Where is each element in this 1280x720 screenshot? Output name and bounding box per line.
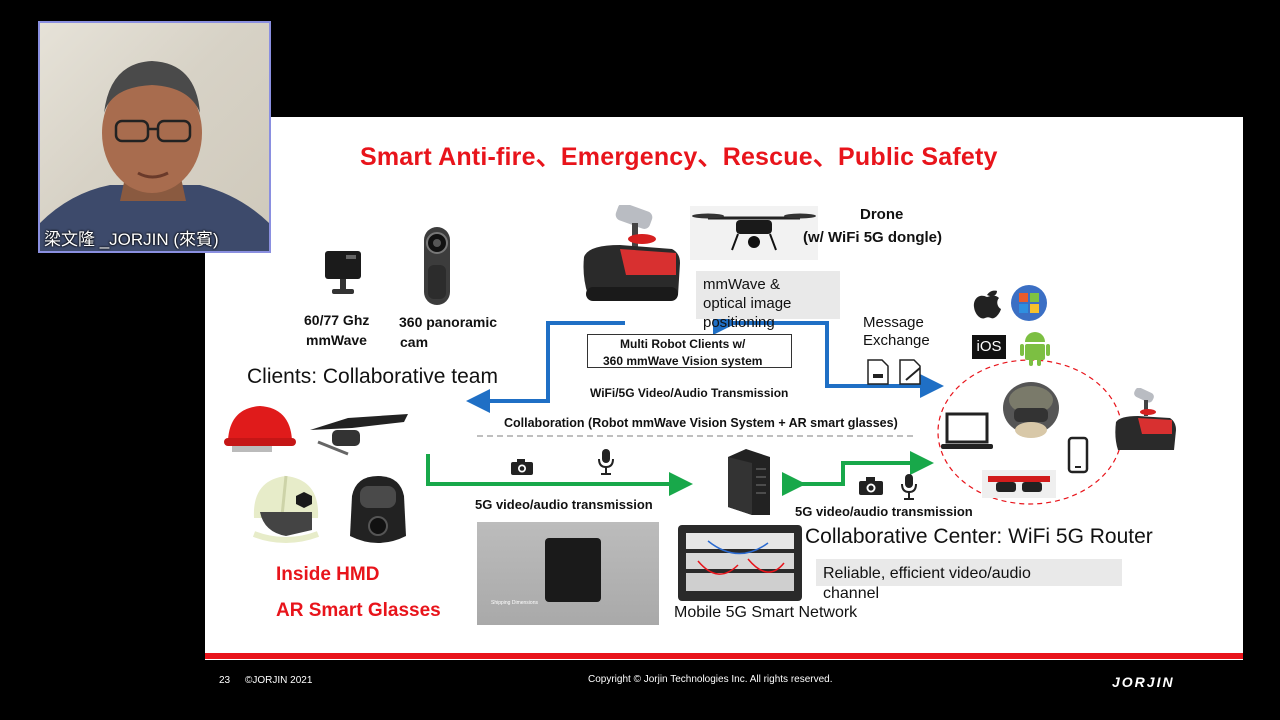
document-icons <box>867 359 921 385</box>
mobile-network-rack-icon <box>678 525 802 601</box>
cam360-label-line1: 360 panoramic <box>399 314 498 330</box>
robot-box-line2: 360 mmWave Vision system <box>603 354 763 368</box>
blue-arrow-right <box>713 311 944 398</box>
drone-icon <box>690 206 818 260</box>
collaborative-center-heading: Collaborative Center: WiFi 5G Router <box>805 525 1153 548</box>
ar-glasses-device-icon <box>982 470 1056 498</box>
mmwave-radar-icon <box>325 251 361 294</box>
footer-copyright-center: Copyright © Jorjin Technologies Inc. All… <box>588 674 833 685</box>
camera-icon-right <box>859 477 883 495</box>
red-hard-hat-icon <box>224 406 296 452</box>
mmwave-positioning-box <box>696 271 840 319</box>
edit-file-icon <box>899 359 921 385</box>
left-transmission-label: 5G video/audio transmission <box>475 497 653 512</box>
android-logo-icon <box>1020 332 1050 366</box>
mmwave-positioning-text: mmWave & optical image positioning <box>703 276 792 331</box>
radar-label-line2: mmWave <box>306 332 367 348</box>
message-exchange-line2: Exchange <box>863 332 930 349</box>
collaboration-label: Collaboration (Robot mmWave Vision Syste… <box>504 416 898 430</box>
clients-heading: Clients: Collaborative team <box>247 365 498 388</box>
slide-bottom-bar <box>205 653 1243 659</box>
robot-clients-box <box>587 334 792 368</box>
server-tower-icon <box>728 449 770 515</box>
panoramic-camera-icon <box>424 227 450 305</box>
shipping-case-caption: Shipping Dimensions <box>491 600 538 606</box>
microphone-icon-right <box>901 474 917 500</box>
microphone-icon-left <box>598 449 614 475</box>
smartphone-icon <box>1067 436 1089 474</box>
ar-smart-glasses-label: AR Smart Glasses <box>276 600 441 621</box>
participant-name-label: 梁文隆 _JORJIN (來賓) <box>44 230 219 249</box>
ios-logo-icon: iOS <box>972 335 1006 359</box>
jorjin-logo: JORJIN <box>1112 674 1175 690</box>
green-arrow-right <box>782 451 934 496</box>
robot-box-line1: Multi Robot Clients w/ <box>620 337 746 351</box>
robot-vehicle-icon <box>583 205 680 301</box>
shipping-case-box <box>545 538 601 602</box>
cam360-label-line2: cam <box>400 334 429 350</box>
drone-label-title: Drone <box>860 206 904 223</box>
mobile-network-label: Mobile 5G Smart Network <box>674 604 858 621</box>
footer-copyright-left: ©JORJIN 2021 <box>245 675 313 686</box>
reliable-channel-box <box>816 559 1122 586</box>
shipping-case-photo: Shipping Dimensions <box>477 522 659 625</box>
ar-smart-glasses-icon <box>310 414 408 456</box>
blue-arrow-left <box>466 321 625 413</box>
radar-label-line1: 60/77 Ghz <box>304 312 370 328</box>
robot-small-icon <box>1115 388 1176 450</box>
laptop-icon <box>941 412 993 449</box>
page-number: 23 <box>219 675 231 686</box>
participant-avatar <box>40 61 269 251</box>
inside-hmd-mask-icon <box>350 476 406 543</box>
firefighter-helmet-icon <box>252 475 320 543</box>
apple-logo-icon <box>973 290 1001 319</box>
file-icon <box>867 359 889 385</box>
right-transmission-label: 5G video/audio transmission <box>795 504 973 519</box>
camera-icon-left <box>511 459 533 475</box>
windows-logo-icon <box>1011 285 1047 321</box>
firefighter-helmet-hmd-icon <box>1003 382 1059 438</box>
message-exchange-line1: Message <box>863 314 924 331</box>
reliable-channel-text: Reliable, efficient video/audio channel <box>823 565 1031 602</box>
drone-label-subtitle: (w/ WiFi 5G dongle) <box>803 229 943 246</box>
wifi-transmission-label: WiFi/5G Video/Audio Transmission <box>590 386 789 400</box>
green-arrow-left <box>426 454 693 496</box>
participant-video-tile[interactable]: 梁文隆 _JORJIN (來賓) <box>38 21 271 253</box>
slide-title: Smart Anti-fire、Emergency、Rescue、Public … <box>360 143 998 171</box>
inside-hmd-label: Inside HMD <box>276 564 380 585</box>
